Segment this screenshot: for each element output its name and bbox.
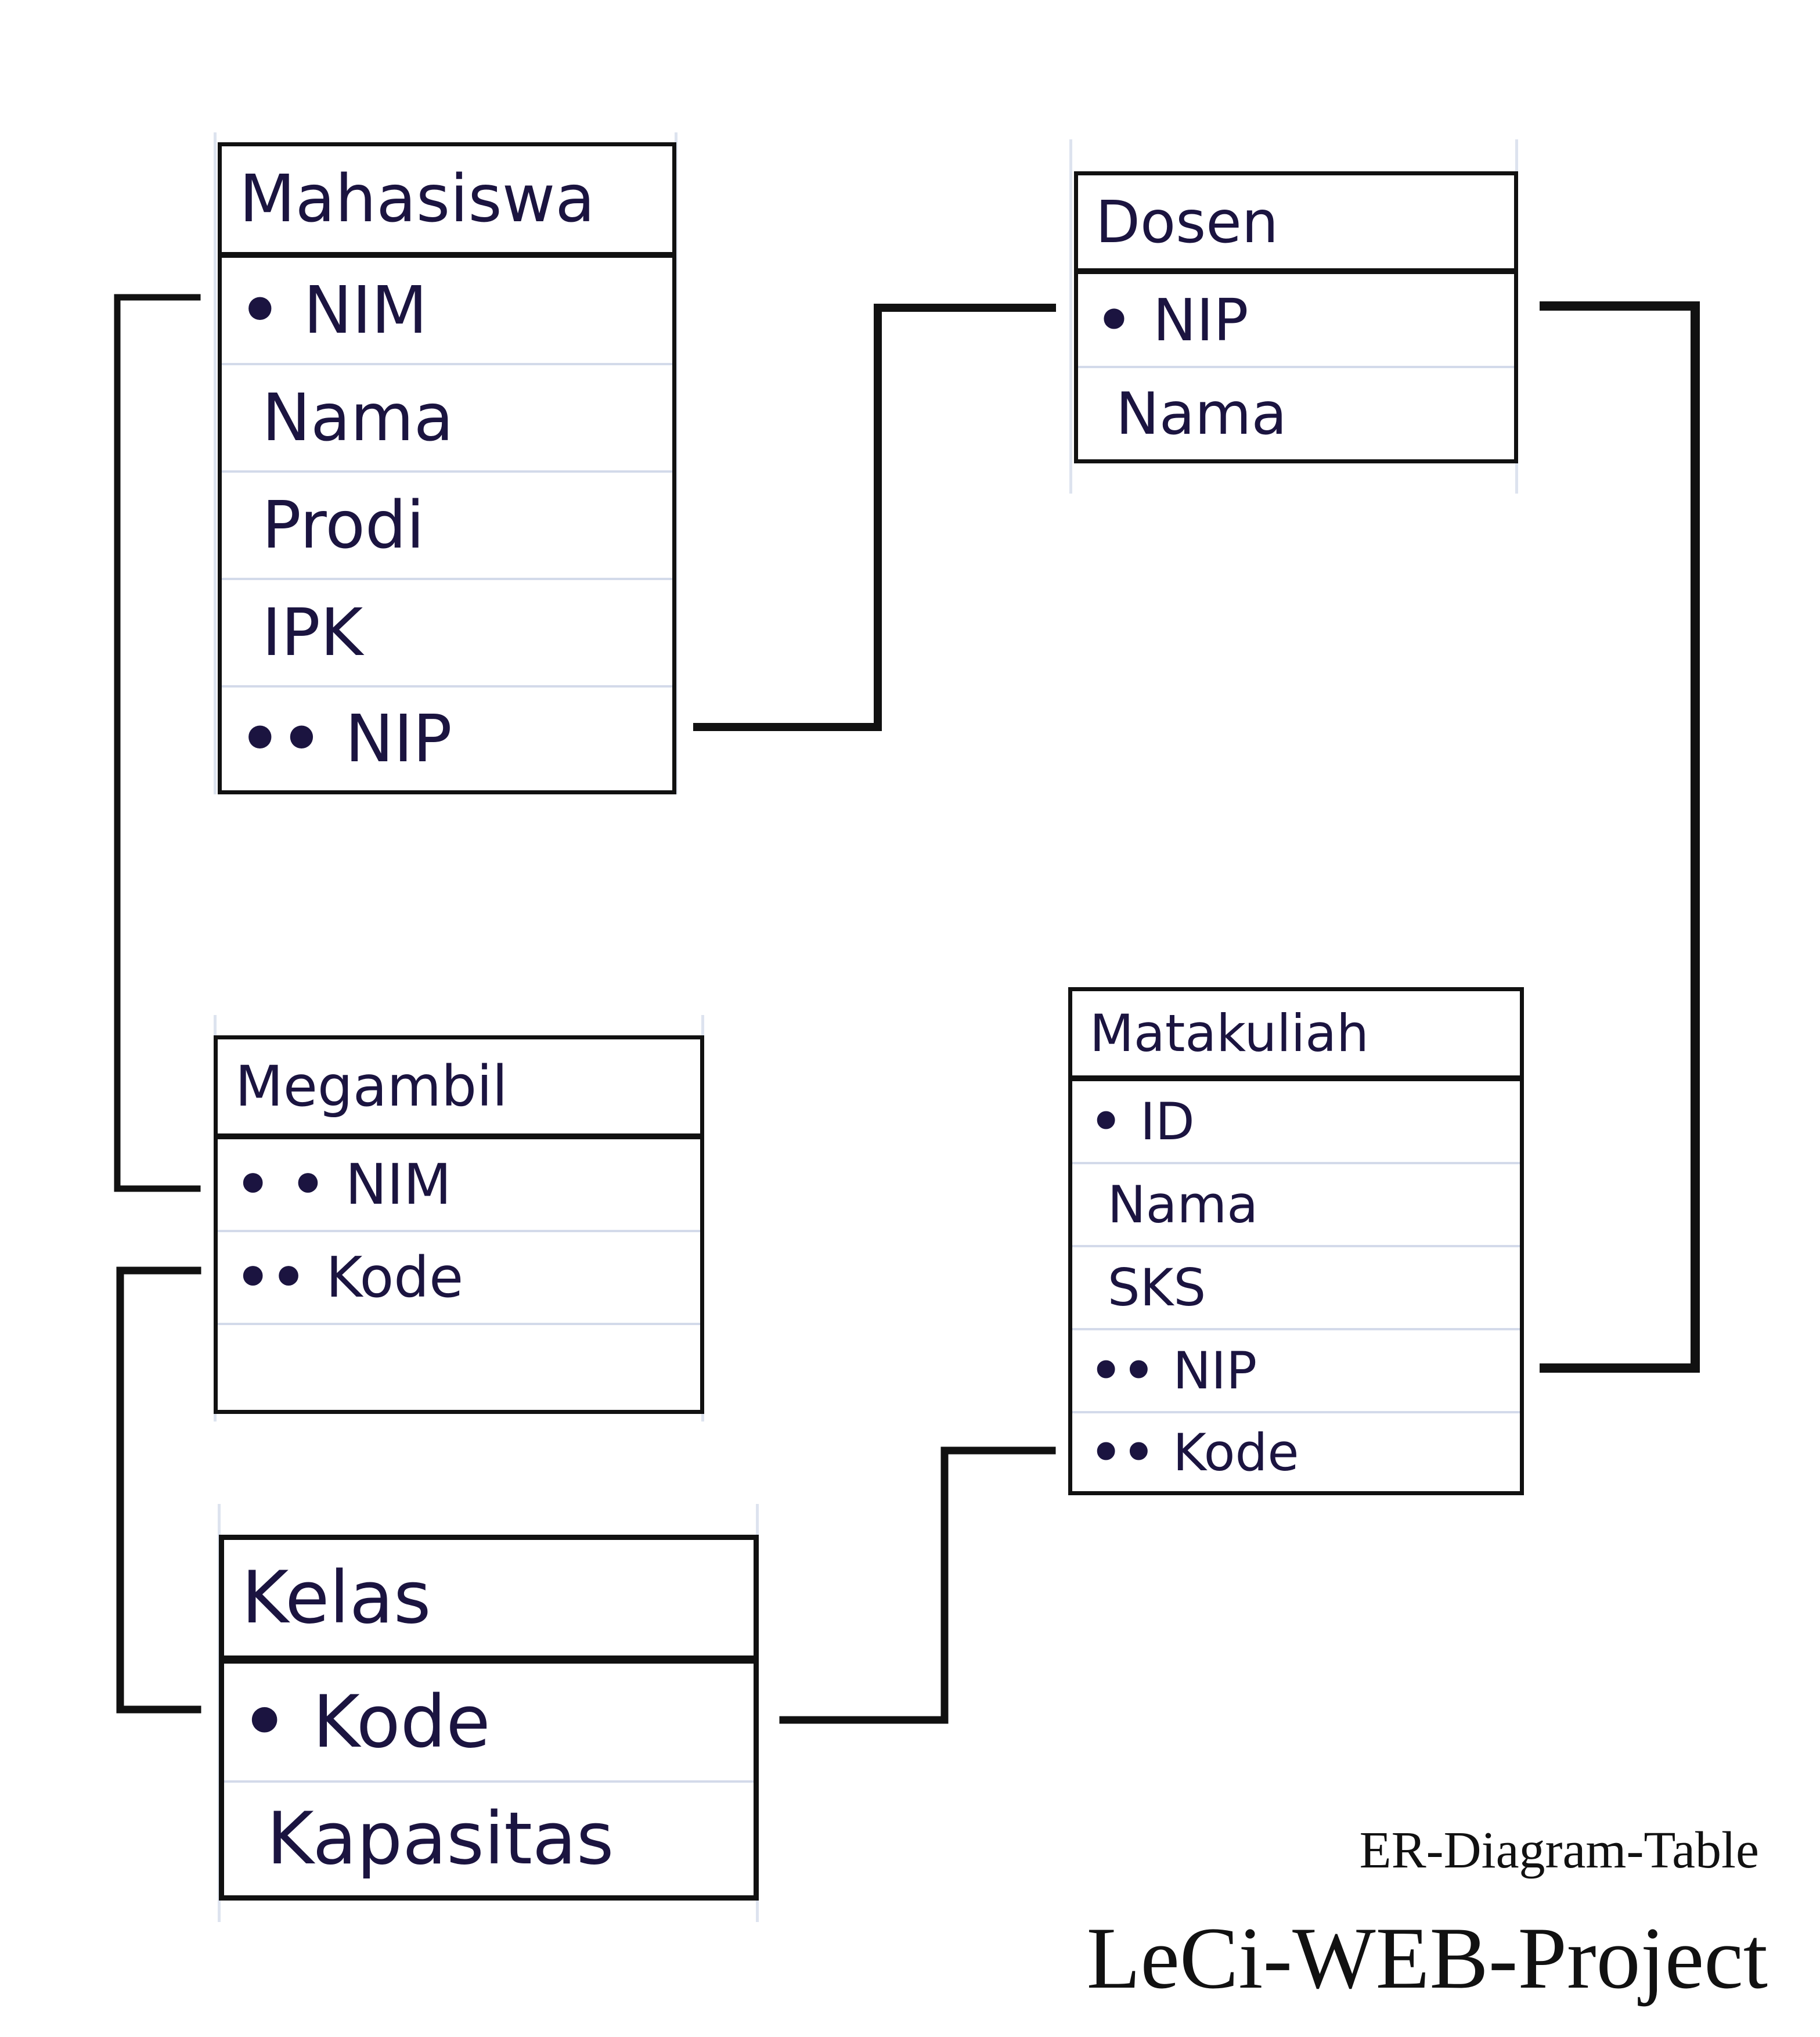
entity-title: Megambil	[218, 1039, 700, 1139]
primary-key-marker: •	[242, 1680, 288, 1764]
field-row	[218, 1325, 700, 1410]
diagram-subtitle: ER-Diagram-Table	[1359, 1822, 1759, 1879]
entity-dosen: Dosen • NIP Nama	[1074, 171, 1518, 463]
field-name: ID	[1140, 1092, 1195, 1151]
entity-title: Matakuliah	[1072, 991, 1520, 1081]
entity-megambil: Megambil • • NIM •• Kode	[214, 1035, 704, 1414]
field-row: Nama	[1072, 1164, 1520, 1247]
entity-title: Dosen	[1078, 175, 1514, 274]
entity-title-text: Dosen	[1095, 188, 1279, 256]
field-name: Nama	[262, 380, 454, 456]
entity-matakuliah: Matakuliah • ID Nama SKS •• NIP •• Kode	[1068, 987, 1524, 1495]
entity-mahasiswa: Mahasiswa • NIM Nama Prodi IPK •• NIP	[218, 142, 676, 794]
field-row: •• NIP	[222, 688, 672, 790]
field-name: Nama	[1116, 380, 1287, 448]
field-row: Nama	[1078, 368, 1514, 459]
relationship-line-mahasiswa-megambil	[114, 294, 201, 1192]
foreign-key-marker: ••	[1090, 1422, 1155, 1482]
field-row: • NIP	[1078, 274, 1514, 368]
field-row: • Kode	[224, 1664, 754, 1783]
field-name: Prodi	[262, 487, 425, 563]
field-name: Kode	[1173, 1422, 1299, 1482]
field-name: NIP	[1173, 1341, 1257, 1401]
field-name: NIM	[345, 1152, 452, 1217]
foreign-key-marker: ••	[1090, 1341, 1155, 1401]
entity-title-text: Megambil	[235, 1054, 508, 1119]
field-row: • • NIM	[218, 1139, 700, 1232]
relationship-line-dosen-matakuliah	[1540, 301, 1700, 1373]
grid-line	[1069, 139, 1072, 494]
field-name: IPK	[262, 595, 363, 671]
foreign-key-marker: • •	[235, 1152, 326, 1217]
field-row: • ID	[1072, 1081, 1520, 1164]
field-row: •• NIP	[1072, 1330, 1520, 1413]
relationship-line-kelas-matakuliah	[779, 1446, 1056, 1724]
field-name: NIM	[303, 272, 428, 348]
field-row: IPK	[222, 580, 672, 688]
field-row: •• Kode	[218, 1232, 700, 1325]
field-row: • NIM	[222, 258, 672, 365]
field-name: Kode	[312, 1680, 491, 1764]
field-name: Kode	[326, 1245, 464, 1310]
relationship-line-megambil-kelas	[116, 1266, 201, 1714]
primary-key-marker: •	[1095, 286, 1133, 354]
field-row: SKS	[1072, 1247, 1520, 1330]
primary-key-marker: •	[239, 272, 281, 348]
entity-title-text: Kelas	[242, 1556, 431, 1640]
entity-title: Mahasiswa	[222, 146, 672, 258]
entity-title-text: Matakuliah	[1090, 1003, 1369, 1063]
field-row: Nama	[222, 365, 672, 473]
field-name: NIP	[345, 701, 452, 777]
field-name: NIP	[1152, 286, 1249, 354]
entity-kelas: Kelas • Kode Kapasitas	[219, 1535, 759, 1901]
relationship-line-mahasiswa-dosen	[693, 304, 1056, 731]
field-name: Nama	[1107, 1175, 1259, 1235]
project-title: LeCi-WEB-Project	[1086, 1909, 1768, 2007]
entity-title-text: Mahasiswa	[239, 161, 595, 237]
foreign-key-marker: ••	[235, 1245, 307, 1310]
field-name: Kapasitas	[266, 1797, 614, 1881]
foreign-key-marker: ••	[239, 701, 323, 777]
field-row: Prodi	[222, 473, 672, 580]
grid-line	[214, 132, 217, 794]
field-row: Kapasitas	[224, 1783, 754, 1895]
primary-key-marker: •	[1090, 1092, 1123, 1151]
field-row: •• Kode	[1072, 1413, 1520, 1491]
entity-title: Kelas	[224, 1540, 754, 1664]
field-name: SKS	[1107, 1258, 1206, 1318]
